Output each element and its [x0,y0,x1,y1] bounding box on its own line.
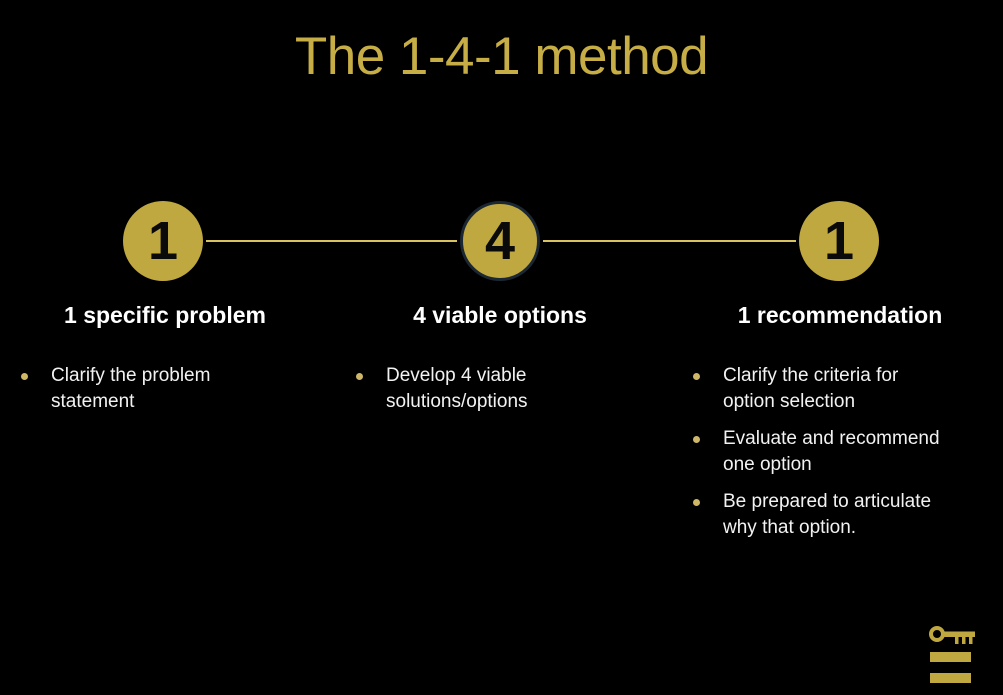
connector-line-left [206,240,457,242]
bullet-text: Evaluate and recommend one option [723,428,940,475]
step-heading-viable-options: 4 viable options [413,302,587,328]
step-circle-3: 1 [799,201,879,281]
bullet-item: Be prepared to articulate why that optio… [692,489,944,541]
bullet-dot-icon [356,373,363,380]
bullet-list-viable-options: Develop 4 viable solutions/options [355,363,577,426]
bullet-dot-icon [693,373,700,380]
bullet-text: Be prepared to articulate why that optio… [723,491,932,538]
step-heading-specific-problem: 1 specific problem [64,302,266,328]
bullet-dot-icon [693,436,700,443]
bullet-item: Clarify the criteria for option selectio… [692,363,944,415]
bullet-list-specific-problem: Clarify the problem statement [20,363,282,426]
bullet-text: Clarify the problem statement [51,365,211,412]
bullet-item: Evaluate and recommend one option [692,426,944,478]
key-and-bars-logo-icon [929,626,975,684]
connector-line-right [543,240,796,242]
bullet-item: Clarify the problem statement [20,363,282,415]
step-circle-1: 1 [123,201,203,281]
step-number-1: 1 [147,211,179,271]
bullet-list-recommendation: Clarify the criteria for option selectio… [692,363,944,552]
step-number-2: 4 [484,211,516,271]
bullet-dot-icon [693,499,700,506]
step-number-3: 1 [823,211,855,271]
bullet-dot-icon [21,373,28,380]
bullet-text: Develop 4 viable solutions/options [386,365,528,412]
page-title: The 1-4-1 method [294,27,709,86]
bullet-text: Clarify the criteria for option selectio… [723,365,899,412]
bullet-item: Develop 4 viable solutions/options [355,363,577,415]
step-circle-2: 4 [460,201,540,281]
step-heading-recommendation: 1 recommendation [737,302,943,328]
